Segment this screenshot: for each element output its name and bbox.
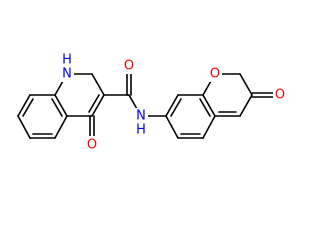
ring-nitrogen-label: N [62,67,72,82]
amide-hydrogen-label: H [136,123,146,138]
amide-oxygen-label: O [124,59,134,74]
bond [54,115,68,139]
bond [91,73,105,96]
bond [17,94,31,117]
bond [88,94,100,113]
molecule-diagram: O N H O N H O O [17,53,287,153]
bond [239,94,253,117]
bond [202,115,216,139]
bond [202,94,216,117]
ring-oxygen-label: O [210,67,220,82]
bond [199,98,211,117]
bond [170,98,182,117]
atom-labels: O N H O N H O O [60,53,287,153]
lactone-oxygen-label: O [275,88,285,103]
amide-nitrogen-label: N [136,109,146,124]
bond [51,98,63,117]
bond [165,94,179,117]
bond [54,94,68,117]
bond [91,94,105,117]
bond [165,115,179,139]
ring-hydrogen-label: H [62,53,72,68]
bond [239,73,253,96]
oxygen-label: O [87,138,97,153]
bond [22,98,34,117]
bond [17,115,31,139]
bonds [17,71,276,139]
